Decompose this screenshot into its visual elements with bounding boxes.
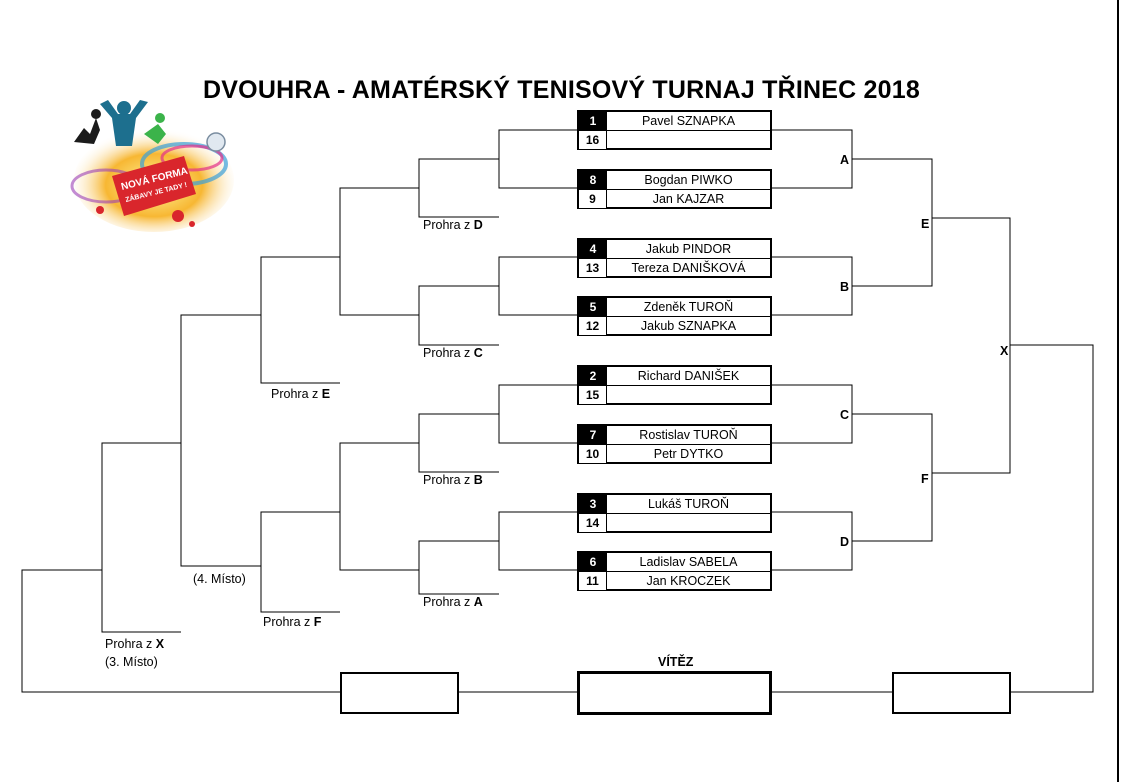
loser-label-f: Prohra z F (263, 615, 322, 629)
seed-number: 2 (579, 367, 607, 385)
match-box: 6 Ladislav SABELA 11 Jan KROCZEK (577, 551, 772, 591)
seed-number: 10 (579, 445, 607, 463)
round-label-b: B (840, 280, 850, 294)
line-l1-2 (498, 256, 577, 316)
third-place-label: (3. Místo) (105, 655, 158, 669)
round-label-d: D (840, 535, 850, 549)
line-l3-1 (339, 187, 419, 316)
line-l1-4 (498, 511, 577, 571)
line-r2-e (852, 158, 933, 287)
seed-number: 11 (579, 572, 607, 590)
match-box: 7 Rostislav TUROŇ 10 Petr DYTKO (577, 424, 772, 464)
line-l2-4 (418, 540, 499, 595)
player-name: Bogdan PIWKO (644, 173, 733, 187)
player-name: Richard DANIŠEK (637, 369, 740, 383)
page-title: DVOUHRA - AMATÉRSKÝ TENISOVÝ TURNAJ TŘIN… (203, 76, 920, 104)
line-r2-f (852, 413, 933, 542)
player-name (607, 131, 770, 149)
line-l2-2 (418, 285, 499, 346)
player-name: Jan KROCZEK (646, 574, 731, 588)
match-box: 4 Jakub PINDOR 13 Tereza DANIŠKOVÁ (577, 238, 772, 278)
loser-label-x: Prohra z X (105, 637, 165, 651)
player-name: Rostislav TUROŇ (639, 428, 738, 442)
loser-label-e: Prohra z E (271, 387, 331, 401)
player-name (607, 386, 770, 404)
line-l1-3 (498, 384, 577, 444)
player-name: Petr DYTKO (653, 447, 724, 461)
line-l1-1 (498, 129, 577, 189)
loser-label-b: Prohra z B (423, 473, 483, 487)
seed-number: 5 (579, 298, 607, 316)
line-r3-x (932, 217, 1011, 474)
line-l4-2 (260, 511, 340, 613)
final-slot-left (340, 672, 459, 714)
player-name (607, 514, 770, 532)
final-slot-right (892, 672, 1011, 714)
player-name: Ladislav SABELA (639, 555, 738, 569)
seed-number: 14 (579, 514, 607, 532)
seed-number: 12 (579, 317, 607, 335)
line-l4-1 (260, 256, 340, 384)
line-final-left (21, 569, 340, 693)
match-box: 5 Zdeněk TUROŇ 12 Jakub SZNAPKA (577, 296, 772, 336)
line-l5 (180, 314, 261, 567)
seed-number: 6 (579, 553, 607, 571)
winner-label: VÍTĚZ (658, 655, 694, 669)
seed-number: 4 (579, 240, 607, 258)
seed-number: 16 (579, 131, 607, 149)
seed-number: 15 (579, 386, 607, 404)
round-label-f: F (921, 472, 929, 486)
seed-number: 7 (579, 426, 607, 444)
player-name: Jakub SZNAPKA (640, 319, 737, 333)
player-name: Zdeněk TUROŇ (643, 300, 734, 314)
line-l6 (101, 442, 181, 633)
round-label-a: A (840, 153, 850, 167)
loser-label-c: Prohra z C (423, 346, 483, 360)
fourth-place-label: (4. Místo) (193, 572, 246, 586)
match-box: 3 Lukáš TUROŇ 14 (577, 493, 772, 533)
round-label-c: C (840, 408, 850, 422)
line-l2-3 (418, 413, 499, 473)
seed-number: 1 (579, 112, 607, 130)
round-label-e: E (921, 217, 930, 231)
nova-forma-logo: NOVÁ FORMA ZÁBAVY JE TADY ! (70, 100, 234, 232)
loser-label-a: Prohra z A (423, 595, 483, 609)
round-label-x: X (1000, 344, 1009, 358)
line-l3-2 (339, 442, 419, 571)
seed-number: 9 (579, 190, 607, 208)
loser-label-d: Prohra z D (423, 218, 483, 232)
player-name: Lukáš TUROŇ (647, 497, 730, 511)
player-name: Jan KAJZAR (652, 192, 725, 206)
seed-number: 8 (579, 171, 607, 189)
page-border (1117, 0, 1119, 782)
line-l2-1 (418, 158, 499, 218)
seed-number: 3 (579, 495, 607, 513)
match-box: 8 Bogdan PIWKO 9 Jan KAJZAR (577, 169, 772, 209)
seed-number: 13 (579, 259, 607, 277)
player-name: Pavel SZNAPKA (641, 114, 736, 128)
winner-box (577, 671, 772, 715)
player-name: Jakub PINDOR (645, 242, 732, 256)
line-final-right (1010, 344, 1094, 693)
player-name: Tereza DANIŠKOVÁ (631, 261, 746, 275)
match-box: 2 Richard DANIŠEK 15 (577, 365, 772, 405)
match-box: 1 Pavel SZNAPKA 16 (577, 110, 772, 150)
